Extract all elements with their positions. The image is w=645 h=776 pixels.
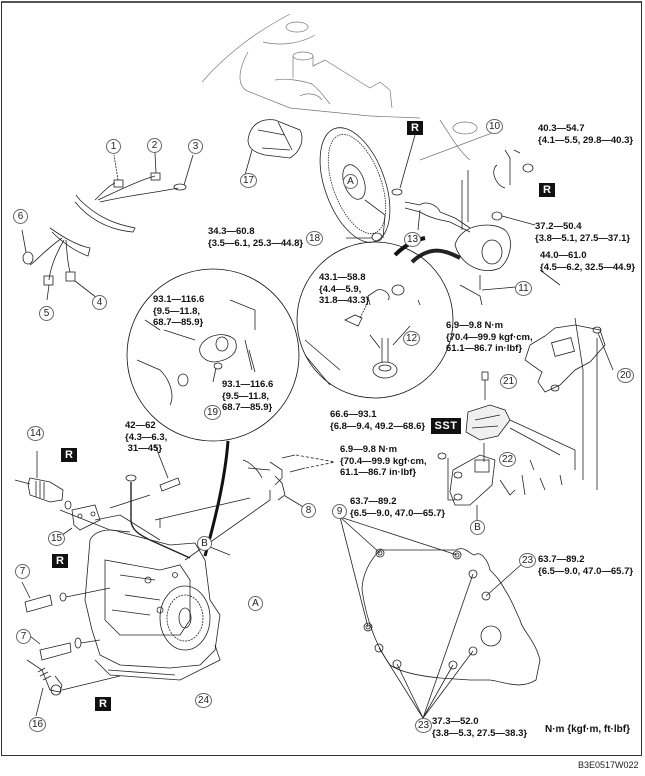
torque-spec-8: 6.9—9.8 N·m {70.4—99.9 kgf·cm, 61.1—86.7… [340, 444, 427, 478]
detail-circle-mount-19 [126, 268, 300, 442]
callout-16: 16 [29, 717, 46, 732]
callout-7-upper: 7 [15, 564, 30, 579]
callout-20: 20 [617, 368, 634, 383]
torque-spec-19-lower: 93.1—116.6 {9.5—11.8, 68.7—85.9} [222, 379, 274, 413]
torque-spec-18: 34.3—60.8 {3.5—6.1, 25.3—44.8} [208, 226, 304, 249]
callout-12: 12 [403, 331, 420, 346]
replace-marker-oring: R [407, 121, 423, 135]
torque-spec-21: 66.6—93.1 {6.8—9.4, 49.2—68.6} [330, 409, 426, 432]
torque-spec-19-upper: 93.1—116.6 {9.5—11.8, 68.7—85.9} [153, 294, 205, 328]
callout-17: 17 [240, 173, 257, 188]
callout-14: 14 [27, 426, 44, 441]
hose-16 [26, 659, 121, 717]
callout-4: 4 [92, 295, 107, 310]
starter-motor [244, 119, 303, 176]
engine-outline [201, 13, 501, 161]
flywheel [319, 127, 416, 243]
callout-B-transaxle: B [197, 536, 212, 551]
harness-lower [21, 227, 98, 301]
torque-spec-bracket-bolt: 6.9—9.8 N·m {70.4—99.9 kgf·cm, 61.1—86.7… [446, 320, 533, 354]
callout-23-upper: 23 [519, 553, 536, 568]
torque-spec-12: 43.1—58.8 {4.4—5.9, 31.8—43.3} [319, 272, 370, 306]
torque-spec-20: 44.0—61.0 {4.5—6.2, 32.5—44.9} [540, 250, 636, 273]
callout-8: 8 [301, 503, 316, 518]
callout-5: 5 [39, 306, 54, 321]
replace-marker-clamp-upper: R [52, 554, 68, 568]
torque-spec-knuckle-nut: 37.2—50.4 {3.8—5.1, 27.5—37.1} [535, 221, 631, 244]
converter-housing-plate [339, 516, 541, 719]
callout-B-mount: B [470, 520, 485, 535]
hose-14 [14, 451, 72, 510]
callout-22: 22 [499, 452, 516, 467]
callout-18: 18 [306, 231, 323, 246]
transaxle [59, 444, 251, 681]
hose-7-upper [21, 581, 111, 613]
torque-spec-10: 40.3—54.7 {4.1—5.5, 29.8—40.3} [538, 123, 634, 146]
bracket-20 [524, 317, 606, 490]
diagram-frame [1, 1, 642, 756]
callout-11: 11 [515, 281, 532, 296]
sst-marker: SST [431, 418, 461, 434]
callout-23-lower: 23 [415, 718, 432, 733]
torque-spec-23-upper: 63.7—89.2 {6.5—9.0, 47.0—65.7} [538, 554, 634, 577]
harness-upper [74, 152, 194, 233]
replace-marker-clamp-lower: R [95, 697, 111, 711]
steering-knuckle [410, 149, 536, 306]
replace-marker-oring-15: R [61, 448, 77, 462]
callout-15: 15 [48, 531, 65, 546]
callout-10: 10 [486, 119, 503, 134]
callout-13: 13 [404, 232, 421, 247]
callout-7-lower: 7 [16, 629, 31, 644]
bolt-holes [363, 548, 491, 670]
callout-1: 1 [106, 139, 121, 154]
bracket-8 [184, 454, 336, 561]
part-15 [57, 504, 101, 539]
callout-19: 19 [204, 405, 221, 420]
engine-mount-21 [465, 371, 576, 470]
mount-bracket-22 [437, 443, 563, 520]
torque-spec-9: 63.7—89.2 {6.5—9.0, 47.0—65.7} [350, 496, 446, 519]
unit-legend: N·m {kgf·m, ft·lbf} [545, 724, 630, 735]
hose-7-lower [24, 631, 101, 661]
figure-code: B3E0517W022 [578, 760, 639, 770]
detail-circle-mount [296, 241, 454, 399]
replace-marker-nut: R [539, 183, 555, 197]
callout-3: 3 [188, 139, 203, 154]
callout-A-transaxle: A [248, 596, 263, 611]
callout-6: 6 [13, 209, 28, 224]
callout-2: 2 [147, 138, 162, 153]
torque-spec-23-lower: 37.3—52.0 {3.8—5.3, 27.5—38.3} [432, 716, 528, 739]
drive-shaft [404, 201, 471, 233]
torque-spec-dipstick-bolt: 42—62 {4.3—6.3, 31—45} [125, 420, 168, 454]
callout-24: 24 [195, 693, 212, 708]
callout-21: 21 [500, 374, 517, 389]
callout-9: 9 [332, 504, 347, 519]
callout-A-flywheel: A [343, 174, 358, 189]
